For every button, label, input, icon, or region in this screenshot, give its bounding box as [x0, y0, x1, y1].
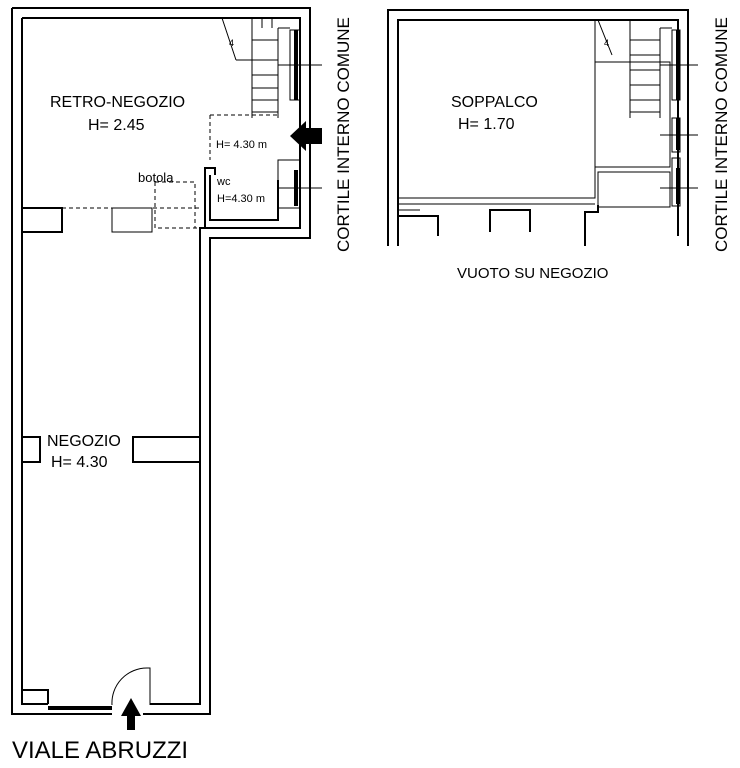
mezzanine-stair-number: 4 — [604, 38, 609, 48]
soppalco-height: H= 1.70 — [458, 116, 515, 133]
mezzanine-inner-wall — [397, 19, 679, 246]
stair-number: 4 — [229, 38, 234, 48]
ground-floor-inner-wall — [21, 17, 301, 705]
wc-label: wc — [216, 176, 231, 188]
partition-wall-left — [22, 207, 63, 233]
soppalco-label: SOPPALCO — [451, 94, 538, 111]
entrance-door-swing — [111, 667, 151, 706]
courtyard-window-mezzanine — [660, 157, 698, 207]
dashed-corridor — [209, 114, 278, 160]
courtyard-entrance-arrow — [290, 121, 322, 151]
street-label: VIALE ABRUZZI — [12, 737, 188, 764]
retro-negozio-height: H= 2.45 — [88, 117, 145, 134]
mezzanine-lower-stubs — [397, 209, 531, 236]
wc-height: H=4.30 m — [217, 193, 265, 205]
ground-floor-plan: 4 RETRO-NEGOZIO H= 2.45 H= 4.30 m botola… — [11, 7, 353, 764]
mezzanine-plan: 4 SOPPALCO H= 1.70 VUOTO SU NEGOZIO CORT… — [387, 9, 731, 282]
mezzanine-outer-wall — [387, 9, 689, 246]
dashed-partition — [62, 181, 200, 229]
partition-pillar — [111, 207, 153, 233]
soppalco-edge — [398, 20, 596, 211]
courtyard-label-ground: CORTILE INTERNO COMUNE — [334, 17, 353, 252]
hatch-label: botola — [138, 170, 174, 185]
negozio-label: NEGOZIO — [47, 433, 121, 450]
negozio-height: H= 4.30 — [51, 454, 108, 471]
middle-wall-stub-right — [132, 436, 200, 463]
mezzanine-stairs — [597, 19, 698, 153]
passage-height-label: H= 4.30 m — [216, 139, 267, 151]
void-caption: VUOTO SU NEGOZIO — [457, 265, 608, 282]
courtyard-label-mezzanine: CORTILE INTERNO COMUNE — [712, 17, 731, 252]
street-entrance-arrow — [121, 698, 141, 730]
middle-wall-stub-left — [22, 436, 41, 463]
courtyard-window-ground — [277, 159, 322, 209]
ground-floor-outer-wall — [11, 7, 311, 715]
mezzanine-wc-void — [597, 171, 671, 208]
retro-negozio-label: RETRO-NEGOZIO — [50, 94, 185, 111]
stairs — [221, 17, 322, 118]
mezzanine-stair-room — [594, 61, 671, 168]
front-wall-stub — [22, 689, 49, 704]
mezzanine-right-stub — [584, 205, 599, 246]
